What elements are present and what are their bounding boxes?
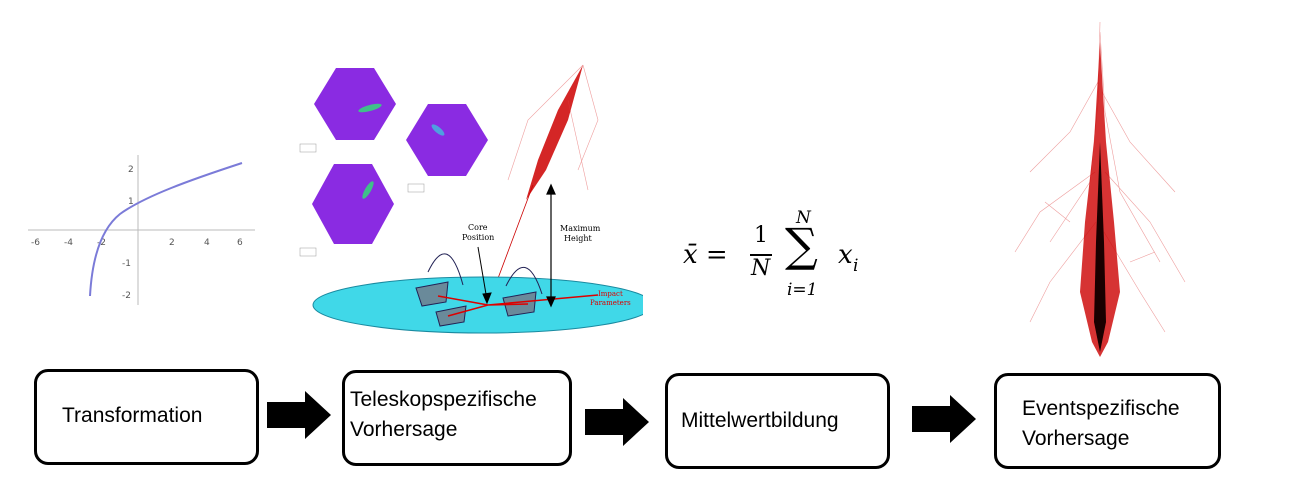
- core-label: Core: [468, 223, 488, 232]
- y-tick: -2: [122, 291, 131, 301]
- step-label: Eventspezifische: [1022, 397, 1180, 420]
- camera-image-1: [314, 68, 396, 140]
- x-tick: -4: [64, 238, 73, 248]
- y-tick: 1: [128, 197, 134, 207]
- formula-sum-lower: i=1: [787, 280, 818, 300]
- shower-cone: [487, 64, 599, 306]
- step-event-prediction-box: Eventspezifische Vorhersage: [994, 373, 1221, 469]
- formula-numerator: 1: [754, 223, 768, 248]
- formula-lhs: x̄ =: [683, 240, 728, 270]
- x-tick: -2: [97, 238, 106, 248]
- mean-formula: x̄ = 1 N N ∑ i=1 x i: [683, 208, 883, 310]
- telescope: [415, 253, 464, 307]
- camera-image-3: [312, 164, 394, 244]
- arrow-right-icon: [912, 395, 976, 443]
- sum-symbol-icon: ∑: [785, 218, 818, 272]
- step-telescope-prediction-box: Teleskopspezifische Vorhersage: [342, 370, 572, 466]
- y-tick: -1: [122, 259, 131, 269]
- y-tick: 2: [128, 165, 134, 175]
- formula-sum-upper: N: [796, 208, 811, 228]
- step-averaging-box: Mittelwertbildung: [665, 373, 890, 469]
- step-label: Mittelwertbildung: [681, 409, 839, 432]
- formula-term: x: [838, 240, 853, 270]
- formula-term-sub: i: [853, 256, 859, 276]
- step-label: Vorhersage: [1022, 427, 1130, 450]
- air-shower-illustration: [1014, 22, 1186, 357]
- telescope-illustration: Core Position Maximum Height Impact Para…: [299, 64, 643, 334]
- step-label: Teleskopspezifische: [350, 388, 537, 411]
- impact-label: Impact: [598, 290, 623, 298]
- x-tick: 6: [237, 238, 243, 248]
- formula-fraction-bar: [750, 254, 772, 256]
- max-height-label: Height: [564, 234, 593, 243]
- impact-label: Parameters: [590, 299, 631, 307]
- arrow-right-icon: [267, 391, 331, 439]
- core-position-arrow: [477, 246, 492, 305]
- impact-parameter-line: [437, 294, 599, 317]
- max-height-arrow: [546, 183, 556, 308]
- telescope: [435, 305, 467, 327]
- core-label: Position: [462, 233, 494, 242]
- camera-image-2: [406, 104, 488, 176]
- step-label: Transformation: [62, 404, 203, 427]
- formula-denominator: N: [751, 256, 771, 281]
- max-height-label: Maximum: [560, 224, 601, 233]
- step-transformation-box: Transformation: [34, 369, 259, 465]
- logarithm-plot: -6 -4 -2 2 4 6 2 1 -1 -2: [28, 155, 255, 305]
- log-curve: [89, 162, 243, 297]
- x-tick: -6: [31, 238, 40, 248]
- step-label: Vorhersage: [350, 418, 458, 441]
- arrow-right-icon: [585, 398, 649, 446]
- x-tick: 4: [204, 238, 210, 248]
- x-tick: 2: [169, 238, 175, 248]
